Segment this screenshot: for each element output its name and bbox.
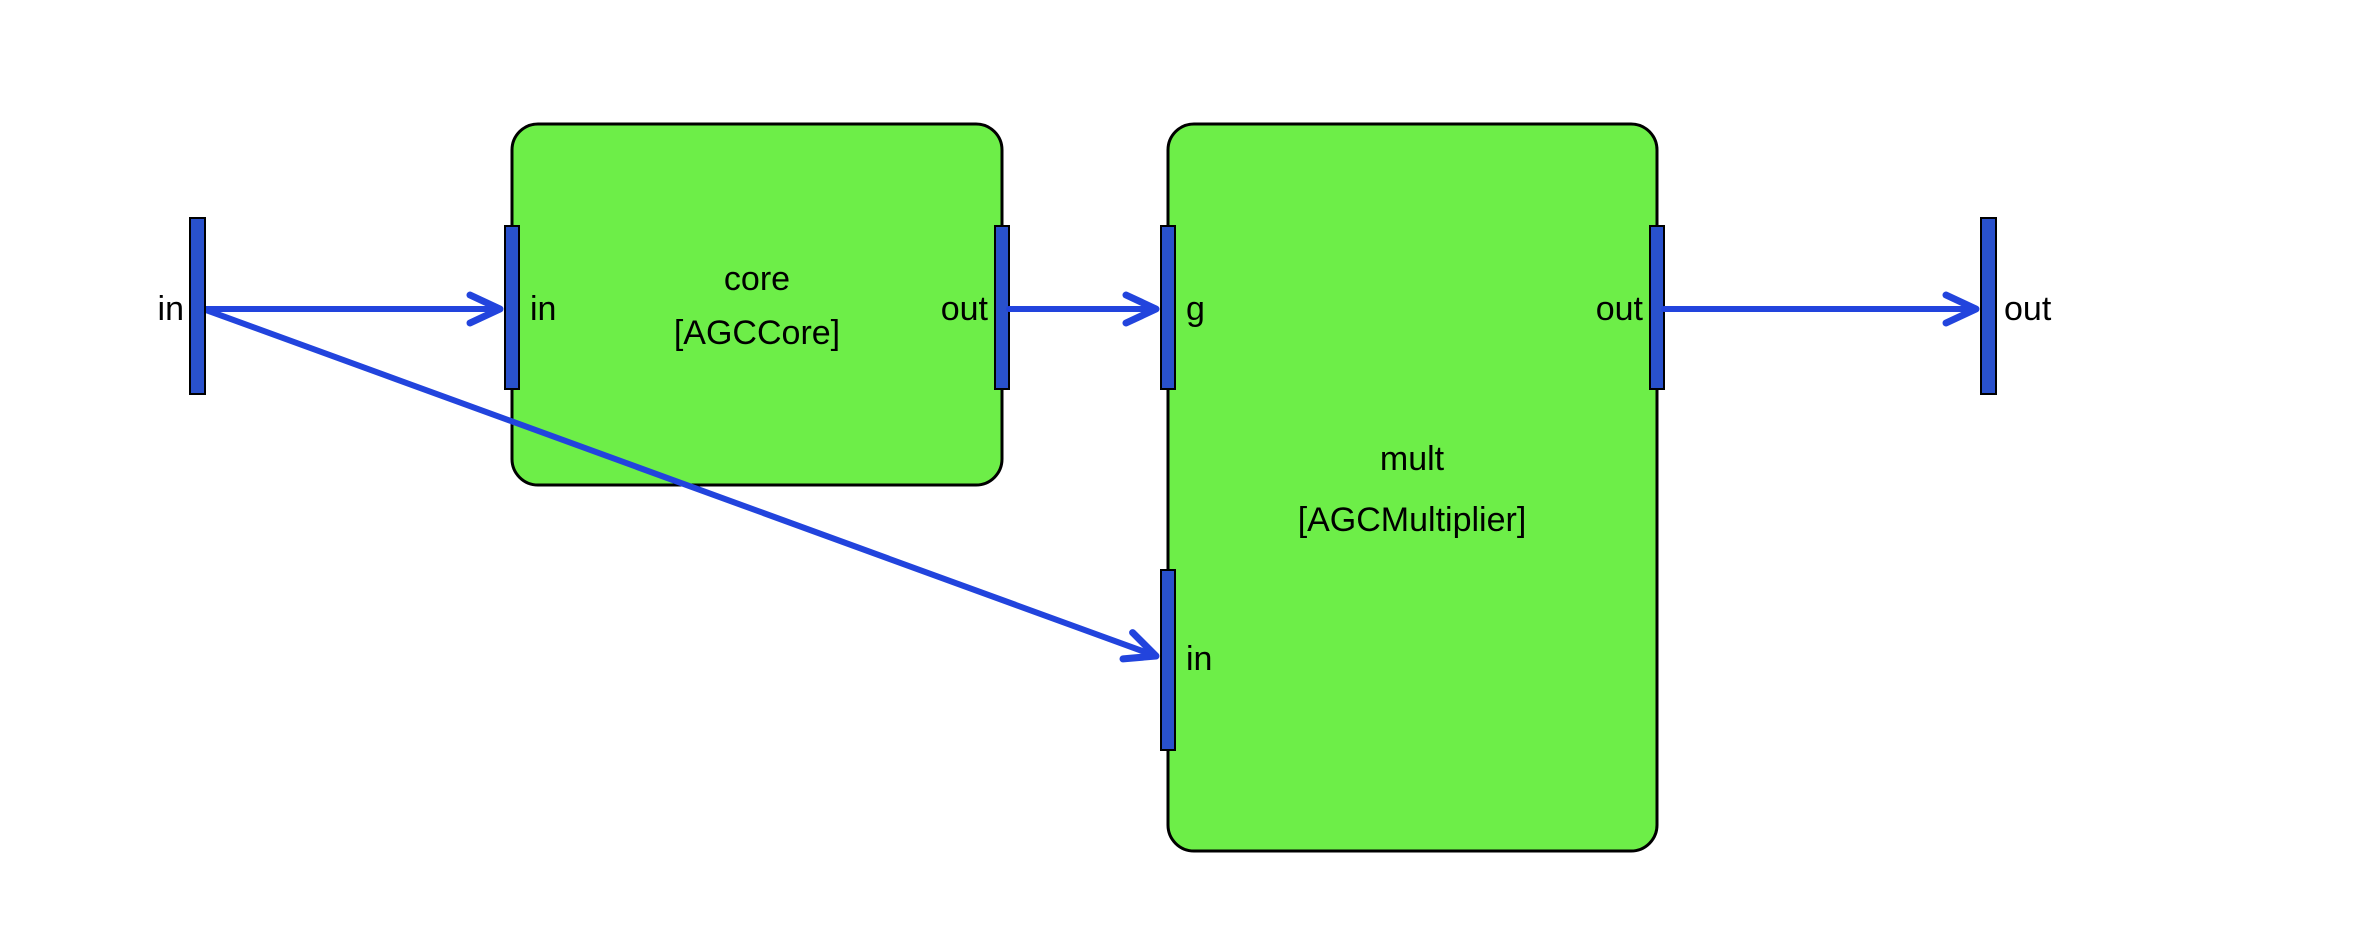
port-mult-g[interactable] [1160, 225, 1176, 390]
block-core-name: core [724, 260, 790, 298]
port-core-out-label: out [941, 290, 989, 328]
block-core-type: [AGCCore] [674, 314, 840, 352]
port-mult-g-label: g [1186, 290, 1205, 328]
wire-in-to-mult-in[interactable] [203, 307, 1160, 663]
block-mult-body[interactable] [1166, 122, 1659, 853]
port-core-in-label: in [530, 290, 556, 328]
port-mult-in[interactable] [1160, 569, 1176, 751]
block-core-body[interactable] [510, 122, 1004, 487]
block-core[interactable]: core [AGCCore] in out [504, 122, 1010, 487]
block-mult[interactable]: mult [AGCMultiplier] g in out [1160, 122, 1665, 853]
block-mult-type: [AGCMultiplier] [1298, 501, 1527, 539]
external-port-out[interactable] [1980, 217, 1997, 395]
port-mult-out-label: out [1596, 290, 1644, 328]
external-port-out-label: out [2004, 290, 2052, 328]
port-core-in[interactable] [504, 225, 520, 390]
external-port-in[interactable] [189, 217, 206, 395]
port-mult-in-label: in [1186, 640, 1212, 678]
block-mult-name: mult [1380, 440, 1445, 478]
external-port-in-label: in [158, 290, 184, 328]
